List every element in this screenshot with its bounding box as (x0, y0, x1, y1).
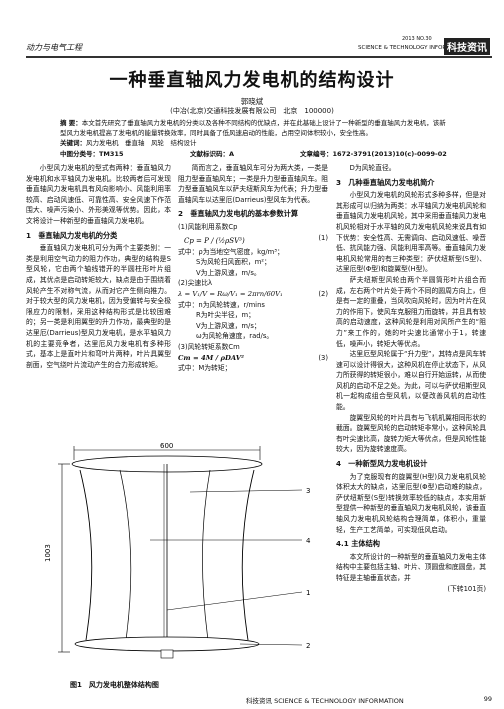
blade-inner-left (119, 469, 132, 641)
eq1-where: 式中：ρ为当地空气密度，kg/m³； (178, 247, 284, 256)
paragraph: 本文所设计的一种新型的垂直轴风力发电主体结构中主要包括主轴、叶片、顶圆盘和底圆盘… (336, 552, 486, 582)
blade-right (241, 469, 255, 641)
dimension-height-label: 1003 (44, 544, 52, 562)
section-heading-2: 2 垂直轴风力发电机的基本参数计算 (178, 209, 299, 219)
header-rule (26, 56, 492, 58)
section-heading-3: 3 几种垂直轴风力发电机简介 (336, 177, 435, 187)
abstract-text: 本文首先研究了垂直轴风力发电机的分类以及各种不同结构的优缺点，并在此基础上设计了… (60, 119, 446, 137)
part-label-1: 1 (306, 589, 310, 597)
equation-1-row: Cp = P / (½ρSV³) (1) (178, 233, 328, 247)
equation-3-formula: Cm = 4M / ρDAV² (178, 353, 244, 362)
svg-text:Cp = P / (½ρSV³): Cp = P / (½ρSV³) (184, 237, 245, 245)
leader-line (239, 643, 303, 646)
eq2-var-v: V为上游风速，m/s； (196, 321, 261, 330)
leader-line (189, 489, 303, 493)
footer-journal: 科技资讯 SCIENCE & TECHNOLOGY INFORMATION (246, 697, 404, 705)
equation-3-row: Cm = 4M / ρDAV² (3) (178, 353, 328, 364)
part-label-4: 4 (306, 537, 311, 545)
paragraph: 简而言之，垂直轴风车可分为两大类，一类是阻力型垂直轴风车；一类是升力型垂直轴风车… (178, 164, 328, 204)
paragraph: 垂直轴风力发电机可分为两个主要类别：一类是利用空气动力的阻力作功，典型的结构是S… (26, 244, 171, 369)
continued-note: (下转101页) (447, 584, 486, 593)
eq2-var-r: R为叶尖半径，m； (196, 311, 255, 320)
journal-name-cn: 科技资讯 (444, 38, 490, 55)
section-header: 动力与电气工程 (26, 43, 82, 52)
equation-3-number: (3) (318, 353, 328, 362)
equation-2-row: λ = V₁/V = Rω/V₁ = 2πrn/60V₁ (2) (178, 289, 328, 300)
section-heading-1: 1 垂直轴风力发电机的分类 (26, 230, 118, 240)
section-heading-4: 4 一种新型风力发电机设计 (336, 459, 428, 469)
journal-header: 2013 NO.30 SCIENCE & TECHNOLOGY INFORMAT… (350, 36, 490, 56)
paragraph: 萨夫纽斯型风轮由两个半圆筒形叶片组合而成，左右两个叶片处于两个不同的圆周方向上，… (336, 275, 486, 348)
abstract-block: 摘 要：本文首先研究了垂直轴风力发电机的分类以及各种不同结构的优缺点，并在此基础… (60, 118, 450, 148)
equation-1-number: (1) (318, 233, 328, 242)
page-number: 99 (483, 695, 492, 703)
keywords-text: 风力发电机 垂直轴 风轮 结构设计 (86, 139, 197, 147)
part-label-2: 2 (306, 642, 310, 650)
equation-1-formula: Cp = P / (½ρSV³) (184, 237, 245, 245)
abstract-label: 摘 要： (60, 119, 82, 127)
subsection-heading-4-1: 4.1 主体结构 (336, 539, 380, 549)
wind-turbine-figure: 600 1003 3 4 1 2 (44, 442, 311, 659)
affiliation: (中冶(北京)交通科技发展有限公司 北京 100000) (170, 107, 334, 115)
part-label-3: 3 (306, 487, 310, 495)
paragraph: 旋翼型风轮的叶片具有与飞机机翼相同形状的截面。旋翼型风轮的启动转矩非常小，这种风… (336, 413, 486, 454)
subsection-cm: (3)风轮转矩系数Cm (178, 342, 240, 351)
journal-name-en: SCIENCE & TECHNOLOGY INFORMATION (358, 45, 468, 51)
blade-inner-right (202, 469, 211, 641)
issue-number: 2013 NO.30 (402, 36, 432, 42)
clc-number: 中图分类号：TM315 (60, 150, 124, 158)
paper-title: 一种垂直轴风力发电机的结构设计 (109, 70, 395, 91)
paragraph: 达里厄型风轮属于“升力型”，其特点是风车转速可以设计得很大，这种风机在停止状态下… (336, 350, 486, 412)
eq3-where: 式中：M为转矩； (178, 364, 232, 373)
eq1-var-s: S为风轮扫风面积，m²； (196, 258, 271, 267)
figure-caption: 图1 风力发电机整体结构图 (70, 681, 159, 689)
column-3: D为风轮直径。 3 几种垂直轴风力发电机简介 小型风力发电机的风轮形式多种多样，… (336, 163, 486, 594)
bottom-disk (74, 636, 260, 652)
eq1-var-v: V为上游风速，m/s。 (196, 268, 261, 277)
column-1: 小型风力发电机的型式有两种：垂直轴风力发电机和水平轴风力发电机。比较两者后可发现… (26, 163, 171, 370)
eq2-where: 式中：n为风轮转速，r/mins (178, 300, 265, 309)
dimension-width-label: 600 (160, 442, 173, 450)
keywords-label: 关键词： (60, 139, 86, 147)
base-bearing (160, 649, 174, 659)
eq2-var-w: ω为风轮角速度，rad/s。 (196, 332, 274, 341)
paragraph: 小型风力发电机的型式有两种：垂直轴风力发电机和水平轴风力发电机。比较两者后可发现… (26, 164, 171, 225)
subsection-cp: (1)风能利用系数Cp (178, 222, 238, 231)
blade-left (79, 469, 93, 641)
column-2: 简而言之，垂直轴风车可分为两大类，一类是阻力型垂直轴风车；一类是升力型垂直轴风车… (178, 163, 328, 374)
equation-2-number: (2) (318, 289, 328, 298)
equation-2-formula: λ = V₁/V = Rω/V₁ = 2πrn/60V₁ (178, 289, 283, 298)
paragraph: D为风轮直径。 (349, 164, 396, 172)
paragraph: 小型风力发电机的风轮形式多种多样，但是对其形成可以归纳为两类：水平轴风力发电机风… (336, 191, 486, 274)
paragraph: 为了克服现有的旋翼型(H型)风力发电机风轮体积太大的缺点，达里厄型(Φ型)启动难… (336, 472, 486, 534)
subsection-lambda: (2)尖速比λ (178, 279, 213, 288)
document-code: 文献标识码：A (190, 150, 235, 158)
leader-line (166, 591, 303, 611)
author: 郭晓斌 (240, 97, 264, 106)
article-number: 文章编号：1672-3791(2013)10(c)-0099-02 (300, 150, 447, 158)
